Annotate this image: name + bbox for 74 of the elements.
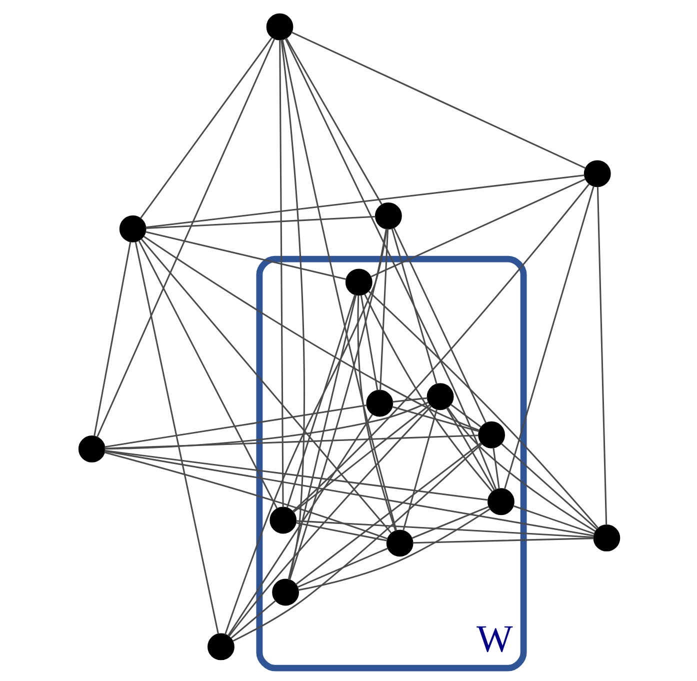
connector bbox=[512, 505, 594, 535]
node-circle bbox=[478, 421, 505, 448]
connector bbox=[391, 406, 479, 432]
connector bbox=[290, 32, 586, 169]
node-circle bbox=[487, 488, 514, 516]
node-circle bbox=[592, 524, 620, 552]
connector bbox=[292, 404, 430, 513]
connector bbox=[280, 40, 304, 580]
connector bbox=[146, 216, 375, 229]
connector bbox=[596, 186, 607, 526]
connector bbox=[138, 240, 278, 509]
connector bbox=[140, 238, 392, 534]
node-circle bbox=[583, 160, 610, 188]
connector bbox=[288, 228, 387, 580]
connector bbox=[295, 522, 387, 542]
connector bbox=[286, 294, 356, 508]
connector bbox=[278, 40, 284, 508]
node-circle bbox=[118, 215, 146, 242]
node-circle bbox=[207, 633, 234, 660]
connector bbox=[390, 228, 437, 384]
connector bbox=[104, 452, 388, 540]
connector bbox=[134, 242, 219, 634]
connector bbox=[226, 414, 372, 636]
connector bbox=[363, 294, 492, 492]
connector bbox=[450, 404, 482, 428]
connector bbox=[104, 404, 366, 448]
connector bbox=[296, 520, 594, 538]
node-circle bbox=[386, 530, 413, 557]
connector bbox=[104, 450, 488, 501]
connector bbox=[104, 450, 594, 537]
connector bbox=[500, 443, 597, 530]
connector bbox=[412, 538, 594, 544]
connector bbox=[402, 408, 438, 531]
connector bbox=[104, 402, 428, 450]
connector bbox=[392, 397, 427, 403]
connector bbox=[368, 290, 598, 529]
connector bbox=[370, 178, 586, 278]
node-circle bbox=[272, 578, 298, 606]
connector bbox=[104, 434, 478, 450]
connector bbox=[285, 38, 382, 205]
connector bbox=[446, 406, 596, 532]
node-circle bbox=[344, 268, 372, 296]
connector bbox=[292, 184, 590, 512]
connector bbox=[139, 37, 272, 219]
node-circle bbox=[426, 383, 454, 410]
cluster: W bbox=[256, 256, 526, 672]
connector bbox=[411, 506, 489, 539]
node-circle bbox=[374, 202, 402, 230]
connector bbox=[93, 242, 131, 436]
node-circle bbox=[269, 506, 296, 534]
node-circle bbox=[266, 13, 293, 40]
connector bbox=[144, 231, 346, 280]
connector bbox=[446, 407, 495, 491]
connector bbox=[356, 295, 396, 532]
connector bbox=[360, 295, 378, 391]
connector bbox=[232, 443, 482, 642]
connector bbox=[96, 38, 275, 438]
connector bbox=[298, 508, 490, 591]
connector bbox=[492, 448, 500, 489]
connector bbox=[503, 186, 594, 490]
connector bbox=[296, 548, 388, 588]
connector bbox=[284, 38, 496, 490]
connector bbox=[392, 227, 486, 424]
connector bbox=[142, 236, 479, 432]
connector bbox=[145, 174, 584, 228]
node-circle bbox=[366, 390, 393, 417]
connector bbox=[230, 600, 276, 639]
connector bbox=[294, 442, 482, 586]
node-circle bbox=[78, 436, 105, 462]
connector bbox=[287, 294, 356, 580]
connector bbox=[228, 406, 432, 637]
connector bbox=[224, 228, 387, 635]
connector bbox=[379, 228, 388, 390]
connector bbox=[281, 39, 397, 531]
